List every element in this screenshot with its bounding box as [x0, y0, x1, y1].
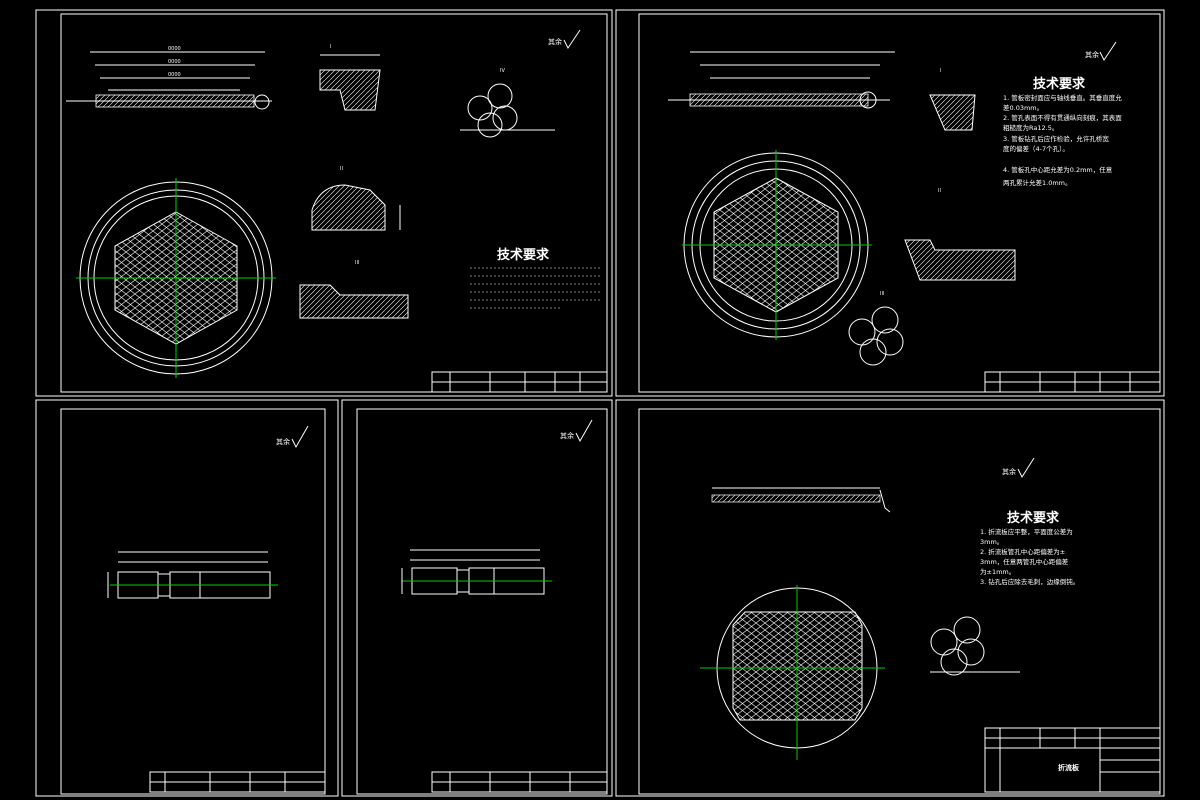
svg-text:0000: 0000 [168, 72, 181, 78]
svg-text:3. 钻孔后应除去毛刺，边缘倒钝。: 3. 钻孔后应除去毛刺，边缘倒钝。 [980, 577, 1079, 586]
roughness-symbol-5: 其余 [1002, 457, 1035, 479]
sheet2-detail-I: I [929, 68, 976, 131]
sheet3-title-block [149, 771, 326, 793]
sheet1-hole-pattern: IV [460, 68, 555, 138]
sheet5-hole-pattern [930, 616, 1020, 676]
sheet1-title-block [431, 371, 608, 393]
sheet5-tech-title: 技术要求 [1007, 510, 1060, 526]
sheet2-title-block [984, 371, 1161, 393]
sheet5-side-view [711, 487, 891, 513]
sheet4-title-block [431, 771, 608, 793]
svg-text:I: I [330, 44, 331, 50]
svg-text:III: III [355, 260, 359, 266]
svg-text:2. 管孔表面不得有贯通纵向刻痕，其表面: 2. 管孔表面不得有贯通纵向刻痕，其表面 [1003, 113, 1122, 122]
svg-text:粗糙度为Ra12.5。: 粗糙度为Ra12.5。 [1003, 123, 1058, 132]
roughness-symbol-4: 其余 [560, 419, 593, 443]
svg-text:0000: 0000 [168, 59, 181, 65]
svg-text:III: III [880, 291, 884, 297]
svg-text:其余: 其余 [1002, 467, 1016, 476]
svg-text:其余: 其余 [548, 37, 562, 46]
sheet2-tech-title: 技术要求 [1033, 76, 1086, 92]
sheet1-tech-requirements: 技术要求 [470, 247, 600, 309]
sheet1-side-view: 0000 0000 0000 [66, 46, 272, 110]
svg-text:1. 管板密封面应与轴线垂直。其垂直度允: 1. 管板密封面应与轴线垂直。其垂直度允 [1003, 93, 1122, 102]
sheet5-title-block: 折流板 [984, 727, 1161, 793]
sheet4-rod-drawing [401, 549, 552, 595]
roughness-symbol-1: 其余 [548, 29, 581, 49]
svg-text:其余: 其余 [1085, 50, 1099, 59]
svg-text:其余: 其余 [560, 431, 574, 440]
sheet1-tube-sheet-plan [76, 178, 276, 378]
svg-text:3. 管板钻孔后应作检验，允许孔桥宽: 3. 管板钻孔后应作检验，允许孔桥宽 [1003, 134, 1109, 143]
svg-text:0000: 0000 [168, 46, 181, 52]
svg-text:3mm，任意两管孔中心距偏差: 3mm，任意两管孔中心距偏差 [980, 557, 1069, 566]
sheet1-section-III: III [299, 260, 409, 319]
sheet1-tech-title: 技术要求 [497, 247, 550, 263]
sheet1-section-II: II [311, 166, 401, 231]
sheet2-tube-sheet-plan [682, 150, 872, 340]
svg-text:II: II [340, 166, 343, 172]
svg-text:IV: IV [500, 68, 505, 74]
roughness-symbol-2: 其余 [1085, 41, 1117, 61]
sheet2-section-II: II [904, 188, 1016, 281]
sheet-2-tube-sheet: I 其余 技术要求 1. 管板密封面应与轴线垂直。其垂直度允 差0.03mm。 … [615, 9, 1165, 397]
sheet5-baffle-plan [700, 585, 885, 760]
svg-text:其余: 其余 [276, 437, 290, 446]
sheet-3-pull-rod: 其余 [35, 399, 339, 797]
svg-text:两孔累计允差1.0mm。: 两孔累计允差1.0mm。 [1003, 178, 1072, 187]
sheet1-detail-I: I [319, 44, 381, 111]
svg-text:差0.03mm。: 差0.03mm。 [1003, 103, 1043, 112]
roughness-symbol-3: 其余 [276, 425, 309, 449]
sheet3-rod-drawing [107, 551, 278, 599]
svg-text:为±1mm。: 为±1mm。 [980, 567, 1015, 576]
sheet-5-baffle: 其余 技术要求 1. 折流板应平整，平面度公差为 3mm。 2. 折流板管孔中心… [615, 399, 1165, 797]
sheet2-hole-pattern: III [848, 291, 904, 366]
sheet5-title-name: 折流板 [1058, 763, 1080, 772]
svg-text:4. 管板孔中心距允差为0.2mm，任意: 4. 管板孔中心距允差为0.2mm，任意 [1003, 165, 1113, 174]
sheet2-side-view [668, 51, 895, 109]
sheet5-tech-requirements: 技术要求 1. 折流板应平整，平面度公差为 3mm。 2. 折流板管孔中心距偏差… [980, 510, 1079, 586]
svg-text:1. 折流板应平整，平面度公差为: 1. 折流板应平整，平面度公差为 [980, 527, 1073, 536]
svg-text:3mm。: 3mm。 [980, 538, 1003, 546]
svg-text:I: I [940, 68, 941, 74]
sheet-4-pull-rod: 其余 [341, 399, 613, 797]
sheet2-tech-requirements: 技术要求 1. 管板密封面应与轴线垂直。其垂直度允 差0.03mm。 2. 管孔… [1003, 76, 1122, 187]
svg-text:2. 折流板管孔中心距偏差为±: 2. 折流板管孔中心距偏差为± [980, 547, 1065, 556]
sheet-1-tube-sheet: 0000 0000 0000 I 其余 IV [35, 9, 613, 397]
svg-text:II: II [938, 188, 941, 194]
svg-text:度的偏差（4-7个孔）。: 度的偏差（4-7个孔）。 [1003, 144, 1069, 153]
